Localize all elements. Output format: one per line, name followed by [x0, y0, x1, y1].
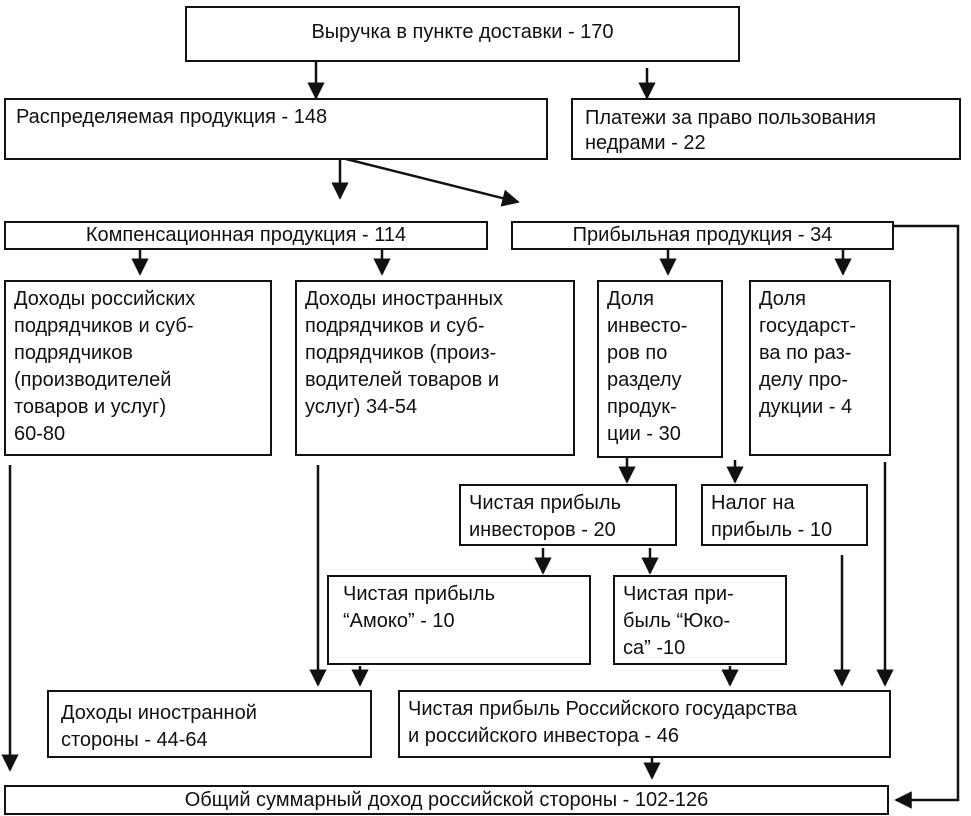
node-revenue: Выручка в пункте доставки - 170	[185, 6, 740, 62]
node-state-share: Доля государст- ва по раз- делу про- дук…	[749, 280, 891, 456]
node-distributed: Распределяемая продукция - 148	[4, 98, 548, 160]
node-investors-net: Чистая прибыль инвесторов - 20	[459, 484, 677, 546]
node-profit-tax: Налог на прибыль - 10	[701, 484, 868, 546]
node-ru-contractors: Доходы российских подрядчиков и суб- под…	[4, 280, 272, 456]
node-compensation: Компенсационная продукция - 114	[4, 221, 488, 250]
node-amoco-net: Чистая прибыль “Амоко” - 10	[327, 575, 591, 665]
node-foreign-income: Доходы иностранной стороны - 44-64	[47, 690, 372, 758]
arrow-distributed-to-profit-product	[341, 156, 520, 207]
node-profit-product: Прибыльная продукция - 34	[511, 221, 894, 250]
node-ru-total: Общий суммарный доход российской стороны…	[4, 785, 889, 815]
node-royalty: Платежи за право пользования недрами - 2…	[571, 98, 961, 160]
node-investors-share: Доля инвесто- ров по разделу продук- ции…	[597, 280, 723, 458]
node-ru-state-investor-net: Чистая прибыль Российского государства и…	[398, 690, 891, 758]
node-foreign-contractors: Доходы иностранных подрядчиков и суб- по…	[295, 280, 575, 456]
node-yukos-net: Чистая при- быль “Юко- са” -10	[613, 575, 787, 665]
arrow-royalty-to-total	[894, 224, 960, 809]
